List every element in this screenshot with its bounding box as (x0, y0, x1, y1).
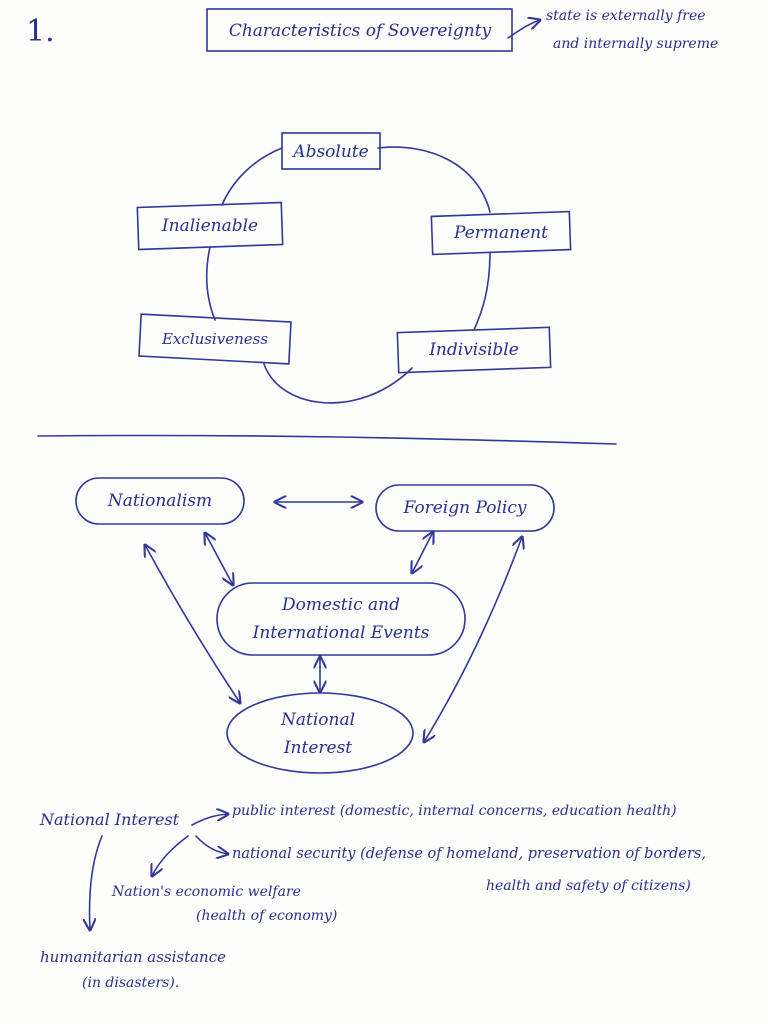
foreign-policy-oval (375, 484, 555, 532)
nationalism-oval (75, 477, 245, 525)
label-events: Domestic and International Events (253, 591, 430, 647)
page-number: 1. (26, 14, 55, 49)
label-events-line2: International Events (252, 623, 430, 643)
arrow-to-national-security (195, 835, 228, 854)
ni-humanitarian: humanitarian assistance (40, 948, 226, 966)
connector-absolute-permanent (377, 146, 491, 213)
ni-national-security-cont: health and safety of citizens) (486, 878, 691, 894)
permanent-box (430, 210, 572, 256)
sovereignty-note-line2: and internally supreme (553, 36, 719, 52)
arrow-to-humanitarian (90, 835, 103, 930)
title-note-arrow (507, 20, 540, 39)
node-inalienable: Inalienable (161, 216, 259, 236)
arrow-nationalism-national-interest (145, 545, 240, 703)
label-national-interest-line1: National (280, 710, 356, 730)
ni-economic-welfare: Nation's economic welfare (112, 884, 301, 900)
inalienable-box (136, 201, 284, 251)
arrow-to-public-interest (191, 814, 228, 826)
exclusiveness-box (138, 313, 292, 365)
ni-economic-welfare-sub: (health of economy) (196, 908, 338, 924)
connector-permanent-indivisible (473, 251, 491, 331)
label-foreign-policy: Foreign Policy (403, 498, 527, 518)
ni-root: National Interest (40, 810, 180, 829)
connector-exclusiveness-inalienable (205, 246, 216, 321)
ni-national-security: national security (defense of homeland, … (232, 846, 706, 862)
node-permanent: Permanent (454, 223, 548, 243)
arrow-foreign-policy-events (412, 532, 433, 573)
absolute-box (281, 132, 381, 170)
node-indivisible: Indivisible (429, 340, 519, 360)
connector-inalienable-absolute (221, 147, 283, 206)
sovereignty-note-line1: state is externally free (546, 8, 706, 24)
label-nationalism: Nationalism (107, 491, 213, 511)
section-divider (37, 434, 617, 445)
title-box (206, 8, 513, 52)
label-national-interest: National Interest (281, 706, 355, 762)
label-national-interest-line2: Interest (283, 738, 353, 758)
ni-humanitarian-sub: (in disasters). (82, 975, 180, 991)
arrow-nationalism-events (205, 533, 233, 585)
arrow-foreign-policy-national-interest (424, 537, 522, 742)
node-absolute: Absolute (293, 142, 369, 162)
ni-public-interest: public interest (domestic, internal conc… (232, 803, 677, 819)
sovereignty-title: Characteristics of Sovereignty (228, 21, 492, 41)
label-events-line1: Domestic and (282, 595, 400, 615)
indivisible-box (396, 326, 552, 374)
arrow-to-economic-welfare (152, 835, 189, 876)
connector-indivisible-exclusiveness (263, 363, 413, 404)
node-exclusiveness: Exclusiveness (161, 330, 269, 348)
